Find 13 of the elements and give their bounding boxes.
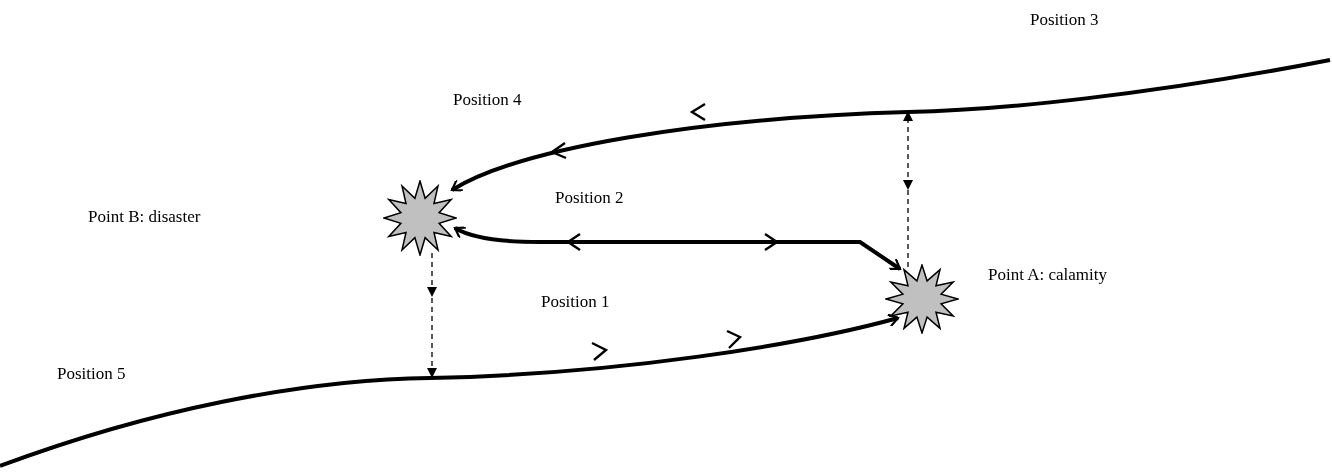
position-label: Position 2 <box>555 187 624 209</box>
position-label: Position 1 <box>541 291 610 313</box>
position-label: Point A: calamity <box>988 264 1107 286</box>
position-label: Position 5 <box>57 363 126 385</box>
dashed-arrow <box>427 252 437 379</box>
curve-arrow <box>0 313 900 468</box>
position-label: Point B: disaster <box>88 206 201 228</box>
starburst-shape <box>383 180 457 256</box>
position-label: Position 4 <box>453 89 522 111</box>
curve-arrow <box>450 58 1331 193</box>
starburst-shape <box>885 264 959 334</box>
position-label: Position 3 <box>1030 9 1099 31</box>
curve-arrow <box>453 225 902 271</box>
